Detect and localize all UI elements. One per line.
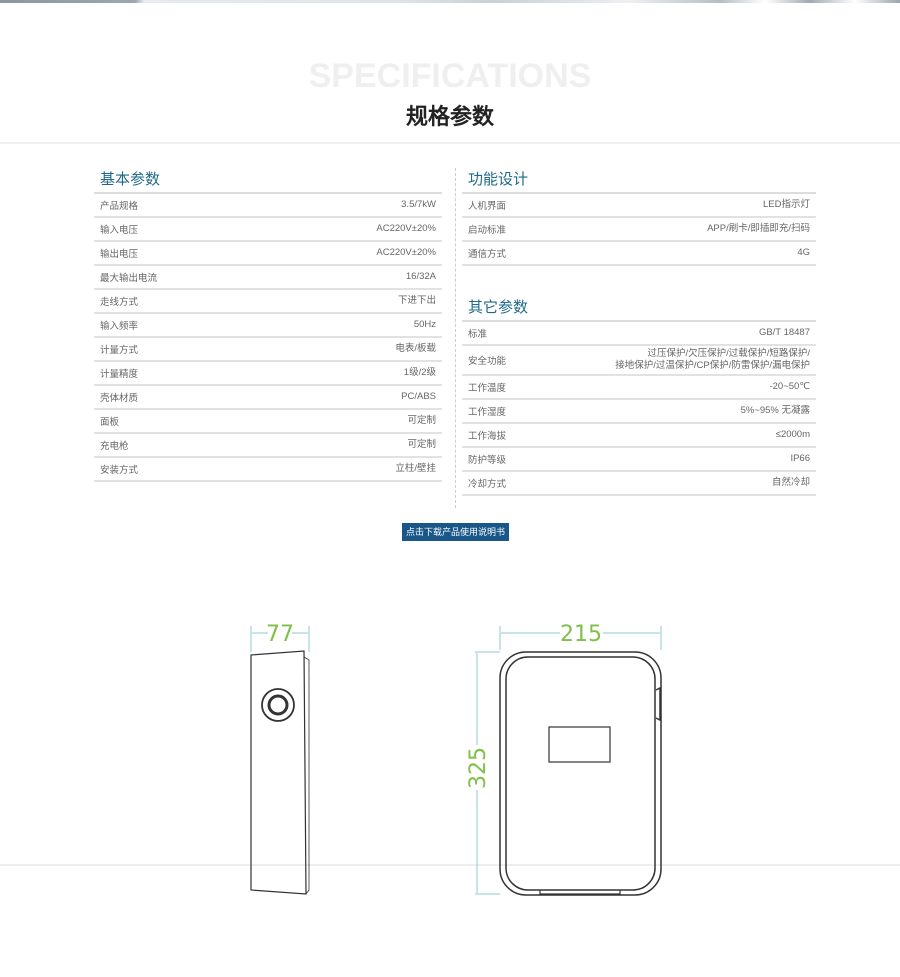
table-row: 最大输出电流 16/32A	[94, 266, 442, 290]
section-title: 功能设计	[462, 168, 816, 194]
param-label: 防护等级	[468, 455, 507, 466]
param-label: 标准	[468, 329, 488, 340]
param-label: 充电枪	[100, 441, 129, 452]
param-value: IP66	[790, 453, 810, 464]
function-design-table: 人机界面 LED指示灯启动标准 APP/刷卡/即插即充/扫码通信方式 4G	[462, 194, 816, 266]
table-row: 通信方式 4G	[462, 242, 816, 266]
other-params-table: 标准 GB/T 18487 安全功能 过压保护/欠压保护/过载保护/短路保护/ 接地保…	[462, 322, 816, 496]
param-value: 可定制	[407, 415, 436, 426]
table-row: 安装方式 立柱/壁挂	[94, 458, 442, 482]
param-value: 50Hz	[413, 319, 436, 330]
other-params-section: 其它参数 标准 GB/T 18487 安全功能 过压保护/欠压保护/过载保护/短路保护…	[462, 296, 816, 496]
front-view	[499, 651, 662, 896]
param-label: 走线方式	[100, 297, 139, 308]
param-label: 最大输出电流	[100, 273, 158, 284]
param-value: -20~50℃	[769, 381, 810, 392]
param-value: PC/ABS	[401, 391, 436, 402]
display-window	[548, 726, 611, 763]
table-row: 壳体材质 PC/ABS	[94, 386, 442, 410]
height-label: 325	[466, 747, 491, 789]
param-label: 工作湿度	[468, 407, 507, 418]
param-value: 5%~95% 无凝露	[740, 405, 810, 416]
page-title: 规格参数	[405, 104, 494, 129]
param-label: 冷却方式	[468, 479, 507, 490]
param-value: 自然冷却	[771, 477, 810, 488]
table-row: 启动标准 APP/刷卡/即插即充/扫码	[462, 218, 816, 242]
table-row: 走线方式 下进下出	[94, 290, 442, 314]
param-label: 输入电压	[100, 225, 139, 236]
table-row: 人机界面 LED指示灯	[462, 194, 816, 218]
param-value: 可定制	[407, 439, 436, 450]
param-label: 安全功能	[468, 356, 507, 367]
param-label: 壳体材质	[100, 393, 139, 404]
table-row: 输入频率 50Hz	[94, 314, 442, 338]
table-row: 防护等级 IP66	[462, 448, 816, 472]
table-row: 充电枪 可定制	[94, 434, 442, 458]
param-label: 工作温度	[468, 383, 507, 394]
table-row: 输出电压 AC220V±20%	[94, 242, 442, 266]
depth-dimension	[250, 626, 310, 652]
param-label: 计量方式	[100, 345, 139, 356]
param-label: 输入频率	[100, 321, 139, 332]
param-label: 输出电压	[100, 249, 139, 260]
param-label: 产品规格	[100, 201, 139, 212]
width-height-dimensions	[475, 626, 662, 895]
width-label: 215	[560, 622, 602, 647]
depth-label: 77	[266, 622, 294, 647]
table-row: 产品规格 3.5/7kW	[94, 194, 442, 218]
param-value: AC220V±20%	[376, 247, 436, 258]
param-value: APP/刷卡/即插即充/扫码	[707, 223, 810, 234]
table-row: 计量方式 电表/板载	[94, 338, 442, 362]
top-banner-strip	[0, 0, 900, 3]
param-value: 电表/板载	[395, 343, 436, 354]
download-manual-button[interactable]: 点击下载产品使用说明书	[402, 523, 509, 541]
param-value: LED指示灯	[763, 199, 810, 210]
table-row: 计量精度 1级/2级	[94, 362, 442, 386]
param-value: 立柱/壁挂	[395, 463, 436, 474]
param-value: ≤2000m	[775, 429, 810, 440]
param-value: 3.5/7kW	[401, 199, 436, 210]
table-row: 工作海拔 ≤2000m	[462, 424, 816, 448]
param-value: 1级/2级	[403, 367, 436, 378]
table-row: 输入电压 AC220V±20%	[94, 218, 442, 242]
param-value: GB/T 18487	[758, 327, 810, 338]
param-value: 下进下出	[397, 295, 436, 306]
background-watermark-title: SPECIFICATIONS	[308, 57, 592, 95]
param-label: 计量精度	[100, 369, 139, 380]
param-value: 4G	[797, 247, 810, 258]
param-label: 工作海拔	[468, 431, 507, 442]
connector-socket-icon	[261, 688, 295, 722]
table-row: 安全功能 过压保护/欠压保护/过载保护/短路保护/ 接地保护/过温保护/CP保护/…	[462, 346, 816, 376]
basic-params-table: 产品规格 3.5/7kW 输入电压 AC220V±20% 输出电压 AC220V±20% 最…	[94, 194, 442, 482]
param-label: 通信方式	[468, 249, 507, 260]
side-view	[250, 650, 310, 895]
param-label: 人机界面	[468, 201, 507, 212]
param-value: 过压保护/欠压保护/过载保护/短路保护/ 接地保护/过温保护/CP保护/防雷保护…	[615, 348, 810, 371]
table-row: 工作温度 -20~50℃	[462, 376, 816, 400]
param-label: 面板	[100, 417, 120, 428]
param-value: AC220V±20%	[376, 223, 436, 234]
table-row: 工作湿度 5%~95% 无凝露	[462, 400, 816, 424]
param-value: 16/32A	[405, 271, 436, 282]
header-divider	[0, 142, 900, 144]
param-label: 安装方式	[100, 465, 139, 476]
function-design-section: 功能设计 人机界面 LED指示灯启动标准 APP/刷卡/即插即充/扫码通信方式 4G	[462, 168, 816, 266]
table-row: 面板 可定制	[94, 410, 442, 434]
param-label: 启动标准	[468, 225, 507, 236]
section-title: 基本参数	[94, 168, 442, 194]
table-row: 标准 GB/T 18487	[462, 322, 816, 346]
basic-params-section: 基本参数 产品规格 3.5/7kW 输入电压 AC220V±20% 输出电压 AC220V…	[94, 168, 442, 482]
section-title: 其它参数	[462, 296, 816, 322]
column-divider	[455, 168, 456, 508]
table-row: 冷却方式 自然冷却	[462, 472, 816, 496]
